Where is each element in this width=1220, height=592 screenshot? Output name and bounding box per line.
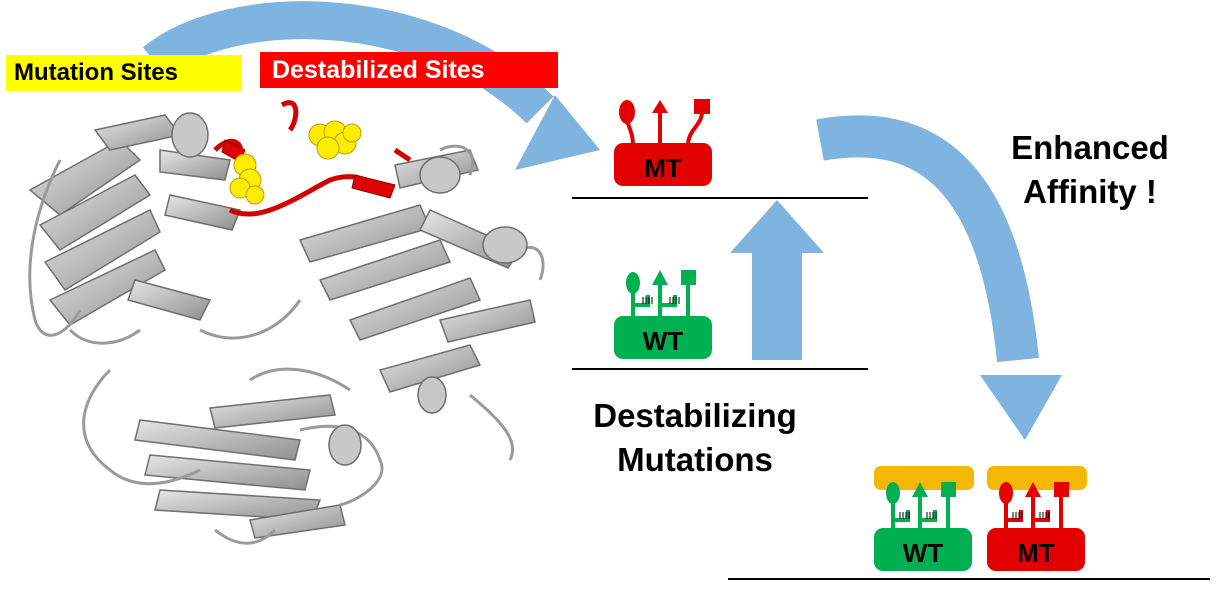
destabilized-sites-label: Destabilized Sites — [260, 52, 558, 88]
enhanced-affinity-caption: Enhanced Affinity ! — [990, 126, 1190, 214]
enhanced-affinity-line2: Affinity ! — [1023, 173, 1157, 210]
destabilizing-mutations-line2: Mutations — [617, 441, 773, 478]
wt-unbound-label: WT — [643, 326, 684, 356]
mutation-spheres — [229, 120, 362, 205]
mutation-sites-label: Mutation Sites — [6, 55, 242, 91]
mt-unbound-protein: MT — [614, 99, 712, 186]
destabilizing-mutations-caption: Destabilizing Mutations — [560, 394, 830, 482]
protein-helices — [171, 112, 528, 466]
enhanced-affinity-line1: Enhanced — [1011, 129, 1169, 166]
destabilization-up-arrow — [730, 200, 824, 360]
mutation-sites-text: Mutation Sites — [14, 59, 179, 86]
wt-bound-label: WT — [903, 538, 944, 568]
mt-unbound-label: MT — [644, 153, 682, 183]
wt-bound-complex: WT — [874, 466, 974, 571]
top-curved-arrow — [142, 1, 600, 170]
mt-bound-label: MT — [1017, 538, 1055, 568]
mt-bound-complex: MT — [987, 466, 1087, 571]
wt-unbound-protein: WT — [614, 270, 712, 359]
destabilizing-mutations-line1: Destabilizing — [593, 397, 797, 434]
right-curved-arrow — [816, 115, 1062, 440]
destabilized-sites-text: Destabilized Sites — [272, 56, 485, 84]
